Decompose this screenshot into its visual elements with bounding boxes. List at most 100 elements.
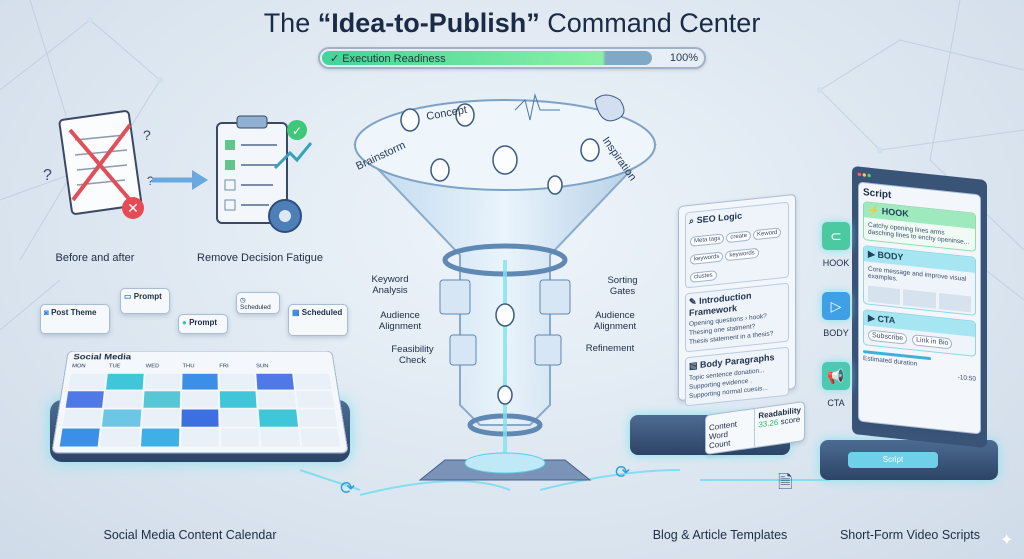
readability-value: 33.26 xyxy=(758,417,779,430)
calendar-post-tile[interactable] xyxy=(59,428,100,447)
hook-label: HOOK xyxy=(881,206,909,219)
seo-tag: Keword xyxy=(753,227,782,241)
calendar-caption: Social Media Content Calendar xyxy=(103,528,277,542)
svg-text:✓: ✓ xyxy=(292,124,302,138)
document-icon: ▤ xyxy=(689,360,698,372)
checklist-clipboard-icon: ✓ xyxy=(216,115,313,233)
megaphone-icon: 📢 xyxy=(822,362,850,390)
social-media-calendar: Social Media MON TUE WED THU FRI SUN ◙ P… xyxy=(40,288,360,470)
calendar-check-icon: ▦ xyxy=(292,308,300,317)
title-emphasis: “Idea-to-Publish” xyxy=(317,8,540,38)
video-caption: Short-Form Video Scripts xyxy=(839,528,981,542)
title-prefix: The xyxy=(263,8,318,38)
refinement-label: Refinement xyxy=(585,343,635,354)
day-header: SUN xyxy=(256,364,269,369)
scheduled-bubble: ◷ Scheduled xyxy=(236,292,280,314)
scheduled-label: Scheduled xyxy=(301,308,343,317)
body-side-label: BODY xyxy=(823,328,849,338)
chat-icon: ● xyxy=(182,318,187,327)
title-suffix: Command Center xyxy=(539,8,761,38)
seo-logic-title: SEO Logic xyxy=(696,210,743,226)
progress-label-text: Execution Readiness xyxy=(342,53,446,65)
script-base-button[interactable]: Script xyxy=(848,452,938,468)
idea-funnel: Concept Brainstorm Inspiration xyxy=(353,93,657,481)
seo-tag: keywords xyxy=(690,251,724,265)
feasibility-check-label: Feasibility Check xyxy=(391,344,434,366)
readability-suffix: score xyxy=(780,414,801,427)
seo-tag: Meta tags xyxy=(690,233,725,247)
clock-icon: ◷ xyxy=(240,297,246,304)
sparkle-icon: ✦ xyxy=(1000,532,1014,549)
calendar-post-tile[interactable] xyxy=(259,409,298,427)
progress-fill xyxy=(322,51,653,65)
seo-tag: create xyxy=(726,230,752,244)
day-header: THU xyxy=(182,364,195,369)
blog-caption: Blog & Article Templates xyxy=(652,528,788,542)
word-count-label: Content Word Count xyxy=(709,419,738,451)
hook-side-label: HOOK xyxy=(822,258,850,268)
seo-tag: clustes xyxy=(690,270,717,283)
cta-label: CTA xyxy=(877,313,896,326)
calendar-post-tile[interactable] xyxy=(142,391,181,408)
audience-alignment-left-label: Audience Alignment xyxy=(378,310,422,332)
prompt-label: Prompt xyxy=(189,318,218,327)
lightning-icon: ⚡ xyxy=(868,204,880,216)
calendar-post-tile[interactable] xyxy=(106,373,144,390)
scheduled-bubble: ▦ Scheduled xyxy=(288,304,348,336)
play-icon: ▶ xyxy=(868,248,875,260)
calendar-grid: Social Media MON TUE WED THU FRI SUN xyxy=(51,350,349,454)
day-header: TUE xyxy=(108,364,121,369)
calendar-post-tile[interactable] xyxy=(140,428,180,447)
progress-value: 100% xyxy=(669,52,698,64)
body-label: BODY xyxy=(877,249,904,263)
calendar-post-tile[interactable] xyxy=(182,373,218,390)
search-icon: ⌕ xyxy=(689,215,695,227)
cta-side-label: CTA xyxy=(827,398,845,408)
chat-icon: ▭ xyxy=(124,292,132,301)
sync-icon: ⟳ xyxy=(340,478,356,498)
introduction-framework-section: ✎ Introduction Framework Opening questio… xyxy=(685,282,789,353)
camera-icon: ◙ xyxy=(44,308,49,317)
calendar-post-tile[interactable] xyxy=(219,391,257,408)
post-theme-bubble: ◙ Post Theme xyxy=(40,304,110,334)
before-after-label: Before and after xyxy=(55,252,135,264)
document-transfer-icon: 🗎 xyxy=(778,472,793,492)
calendar-post-tile[interactable] xyxy=(65,391,105,408)
day-header: FRI xyxy=(219,364,229,369)
day-header: MON xyxy=(71,364,86,369)
progress-label: ✓ Execution Readiness xyxy=(330,52,446,65)
svg-text:?: ? xyxy=(147,174,154,188)
sorting-gates-label: Sorting Gates xyxy=(607,275,638,297)
intro-title: Introduction Framework xyxy=(689,290,752,319)
arrow-right-icon xyxy=(152,170,208,190)
check-icon: ✓ xyxy=(330,53,340,65)
calendar-post-tile[interactable] xyxy=(102,409,141,427)
prompt-bubble: ▭ Prompt xyxy=(120,288,170,314)
day-header: WED xyxy=(145,364,160,369)
post-theme-label: Post Theme xyxy=(51,308,97,317)
link-in-bio-button[interactable]: Link in Bio xyxy=(912,334,953,350)
subscribe-button[interactable]: Subscribe xyxy=(868,329,908,345)
page-title: The “Idea-to-Publish” Command Center xyxy=(0,8,1024,39)
magnet-icon: ⊂ xyxy=(822,222,850,250)
prompt-label: Prompt xyxy=(133,292,162,301)
pencil-icon: ✎ xyxy=(689,296,697,308)
svg-text:?: ? xyxy=(143,127,151,143)
calendar-post-tile[interactable] xyxy=(181,409,219,427)
play-icon: ▶ xyxy=(868,312,875,324)
scheduled-label: Scheduled xyxy=(240,304,271,311)
play-icon: ▷ xyxy=(822,292,850,320)
remove-decision-fatigue-label: Remove Decision Fatigue xyxy=(197,252,323,264)
calendar-post-tile[interactable] xyxy=(256,373,294,390)
svg-text:?: ? xyxy=(43,167,52,184)
sync-icon: ⟳ xyxy=(615,462,631,482)
execution-readiness-bar: ✓ Execution Readiness 100% xyxy=(318,47,706,69)
